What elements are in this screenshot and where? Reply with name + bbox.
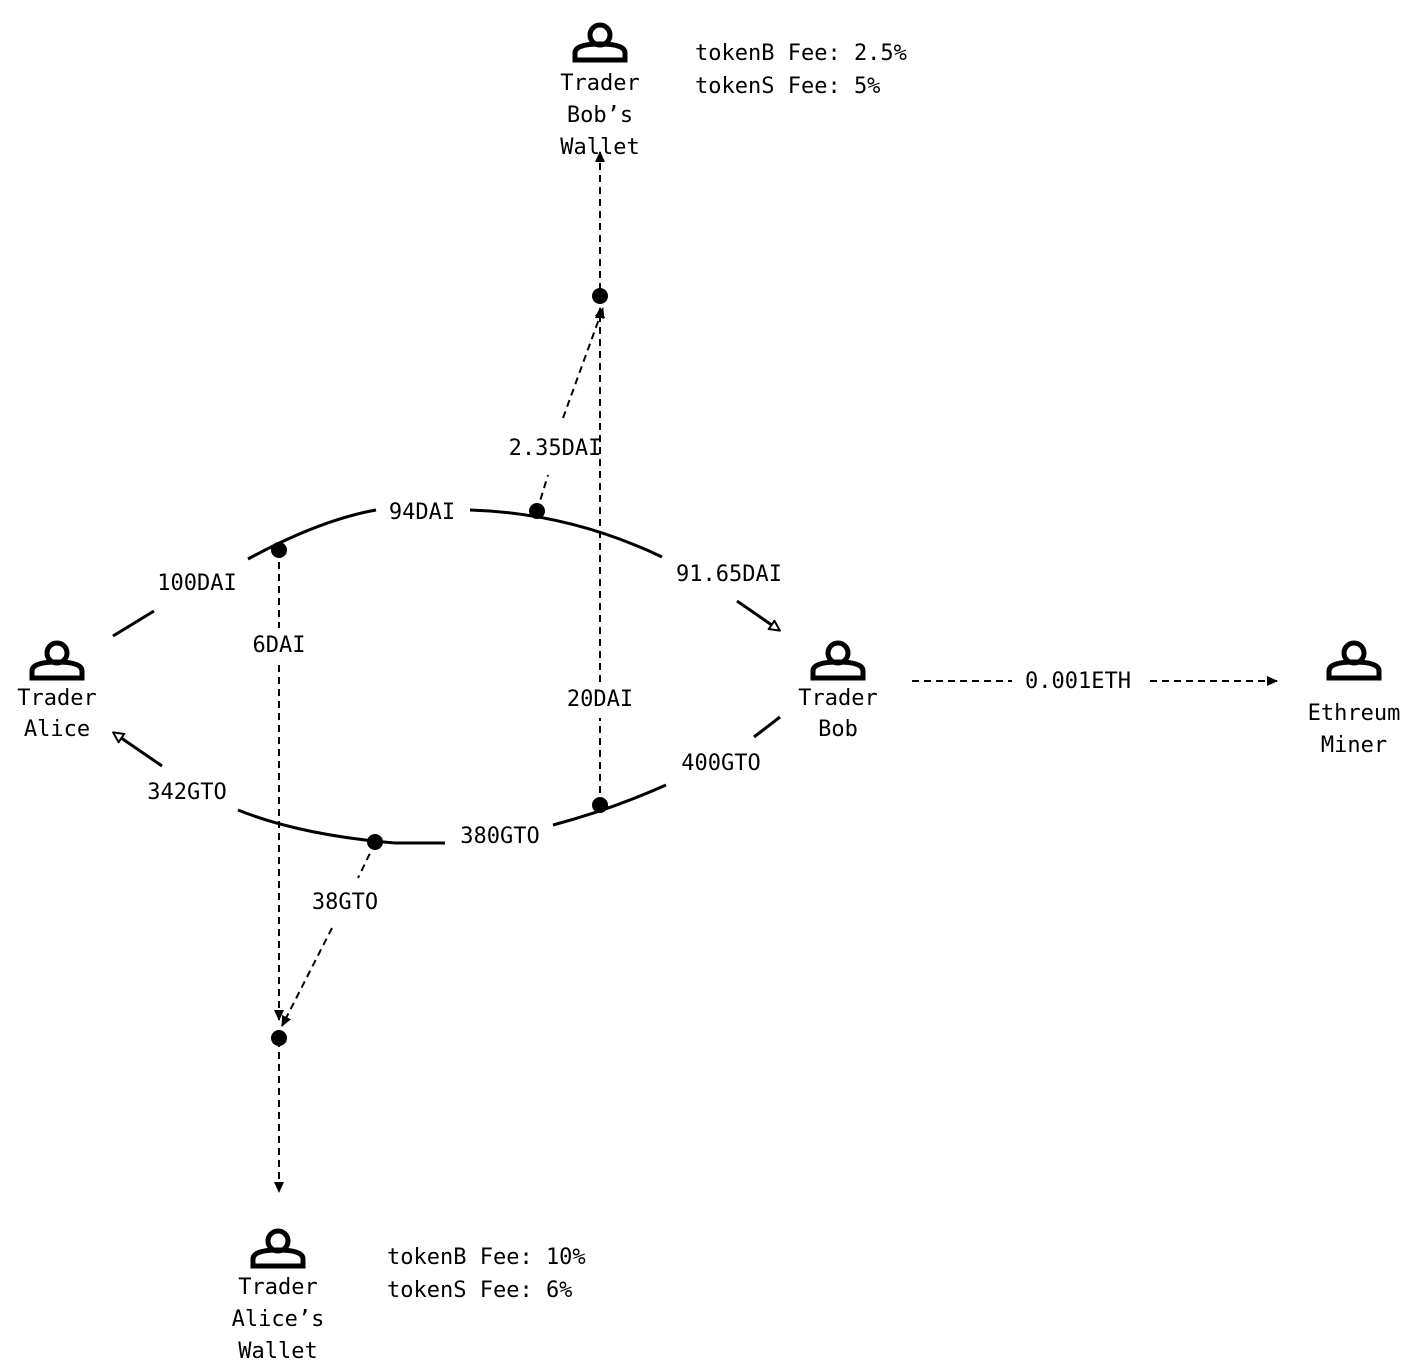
svg-text:Trader: Trader xyxy=(798,686,877,711)
gto-arc xyxy=(114,715,781,845)
person-icon xyxy=(1329,643,1379,678)
person-icon xyxy=(253,1231,303,1266)
label-20dai: 20DAI xyxy=(567,687,633,712)
node-bob-wallet: Trader Bob’s Wallet xyxy=(560,25,640,160)
label-100dai: 100DAI xyxy=(157,571,236,596)
label-2-35dai: 2.35DAI xyxy=(509,436,602,461)
svg-text:Trader: Trader xyxy=(17,686,96,711)
svg-text:Alice’s: Alice’s xyxy=(232,1307,325,1332)
split-dot xyxy=(529,503,545,519)
label-400gto: 400GTO xyxy=(681,751,760,776)
svg-text:Trader: Trader xyxy=(238,1275,317,1300)
label-380gto: 380GTO xyxy=(460,824,539,849)
node-alice: Trader Alice xyxy=(17,643,97,742)
alice-wallet-tokenb-fee: tokenB Fee: 10% xyxy=(387,1245,586,1270)
node-bob: Trader Bob xyxy=(798,643,878,742)
alice-wallet-tokens-fee: tokenS Fee: 6% xyxy=(387,1278,572,1303)
node-miner: Ethreum Miner xyxy=(1308,643,1401,758)
split-points xyxy=(271,288,608,1046)
svg-text:Ethreum: Ethreum xyxy=(1308,701,1401,726)
bob-wallet-tokenb-fee: tokenB Fee: 2.5% xyxy=(695,41,907,66)
arrow-to-bob xyxy=(736,599,779,630)
node-alice-wallet: Trader Alice’s Wallet xyxy=(232,1231,325,1364)
svg-text:Wallet: Wallet xyxy=(560,135,639,160)
split-dot xyxy=(592,797,608,813)
bob-wallet-tokens-fee: tokenS Fee: 5% xyxy=(695,74,880,99)
dai-arc xyxy=(112,508,779,638)
svg-text:Bob: Bob xyxy=(818,717,858,742)
arrow-to-alice xyxy=(114,733,163,768)
merge-dot xyxy=(271,1030,287,1046)
merge-dot xyxy=(592,288,608,304)
label-342gto: 342GTO xyxy=(147,780,226,805)
label-0-001eth: 0.001ETH xyxy=(1025,669,1131,694)
svg-text:Bob’s: Bob’s xyxy=(567,103,633,128)
fee-flows xyxy=(274,151,1278,1193)
split-dot xyxy=(367,834,383,850)
label-6dai: 6DAI xyxy=(253,633,306,658)
svg-text:Miner: Miner xyxy=(1321,733,1387,758)
person-icon xyxy=(575,25,625,60)
svg-text:Wallet: Wallet xyxy=(238,1339,317,1364)
label-91-65dai: 91.65DAI xyxy=(676,562,782,587)
split-dot xyxy=(271,542,287,558)
svg-text:Trader: Trader xyxy=(560,71,639,96)
person-icon xyxy=(32,643,82,678)
person-icon xyxy=(813,643,863,678)
label-94dai: 94DAI xyxy=(389,500,455,525)
svg-text:Alice: Alice xyxy=(24,717,90,742)
label-38gto: 38GTO xyxy=(312,890,378,915)
